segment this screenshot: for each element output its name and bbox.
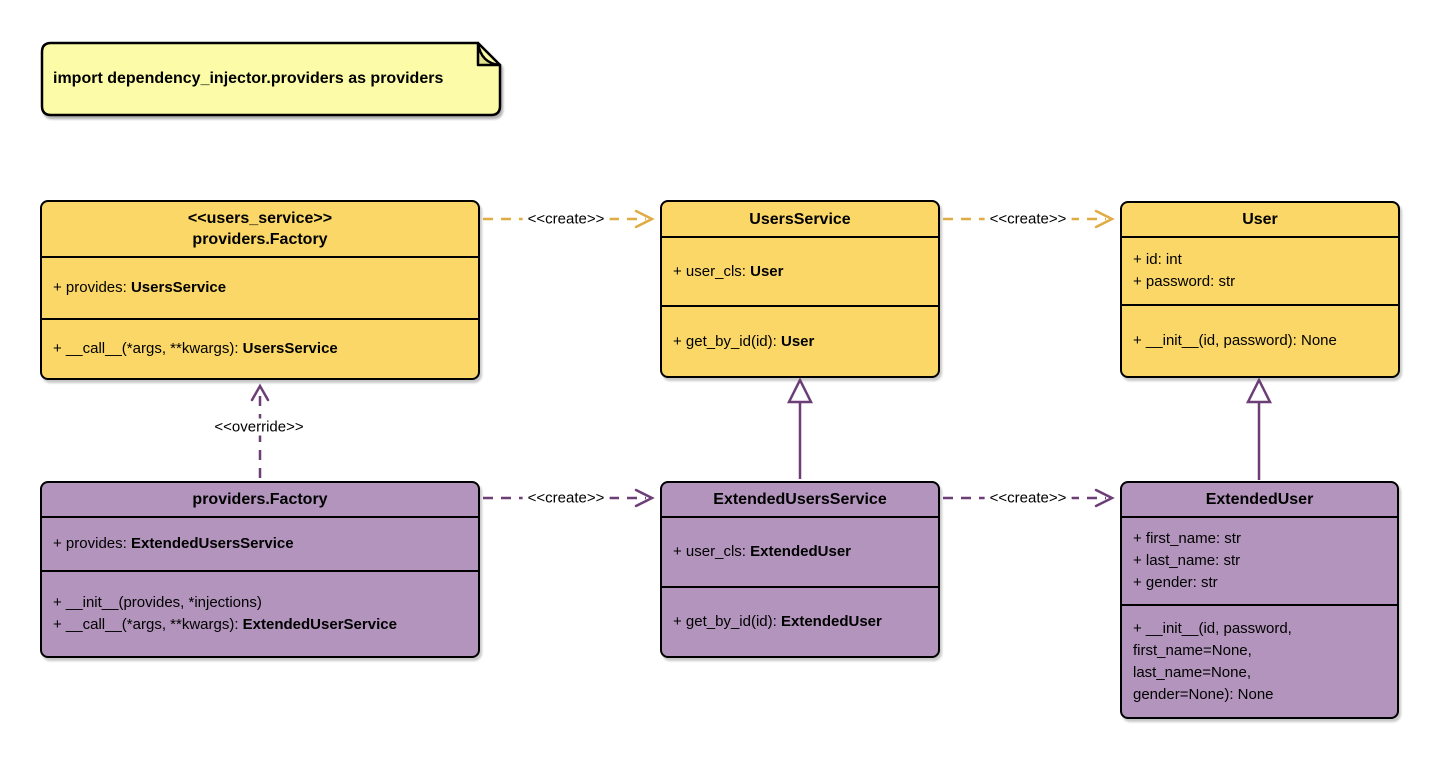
class-methods: + __init__(provides, *injections) + __cal… [42,572,478,656]
edge-label-create: <<create>> [984,489,1072,507]
class-extended-users-service[interactable]: ExtendedUsersService + user_cls: Extende… [660,481,940,658]
member-row: + __init__(provides, *injections) [53,594,262,611]
class-title-line: <<users_service>> [187,210,333,227]
member-row: + get_by_id(id): User [673,332,815,350]
class-title-line: providers.Factory [192,491,328,508]
edge-label-create: <<create>> [522,210,610,228]
inheritance-edge-extendedusersservice-to-usersservice[interactable] [786,377,814,479]
class-attributes: + id: int + password: str [1122,238,1398,306]
member-row: + gender: str [1133,574,1218,591]
class-users-service[interactable]: UsersService + user_cls: User + get_by_i… [660,200,940,378]
class-title-line: ExtendedUsersService [713,491,887,508]
note-fold-corner [476,41,502,67]
member-row: + first_name: str [1133,530,1241,547]
class-user[interactable]: User + id: int + password: str + __init__… [1120,201,1400,378]
class-attributes: + first_name: str + last_name: str + gende… [1122,518,1397,606]
class-methods: + __init__(id, password, first_name=None,… [1122,606,1397,717]
class-extended-factory[interactable]: providers.Factory + provides: ExtendedUs… [40,481,480,658]
note-text: import dependency_injector.providers as … [53,70,444,87]
edge-label-create: <<create>> [522,489,610,507]
member-row: + __call__(*args, **kwargs): UsersServic… [53,340,338,357]
class-title-line: User [1242,211,1278,228]
import-note[interactable]: import dependency_injector.providers as … [40,41,502,117]
open-arrowhead-icon [634,488,655,508]
member-row: + user_cls: ExtendedUser [673,543,851,560]
hollow-triangle-icon [786,377,814,404]
class-attributes: + provides: ExtendedUsersService [42,518,478,572]
hollow-triangle-icon [1245,377,1273,404]
class-methods: + get_by_id(id): ExtendedUser [662,588,938,656]
class-attributes: + provides: UsersService [42,258,478,320]
member-row: + user_cls: User [673,262,784,280]
class-title: ExtendedUsersService [662,483,938,518]
member-row: last_name=None, [1133,663,1251,681]
class-methods: + __init__(id, password): None [1122,306,1398,376]
member-row: gender=None): None [1133,685,1274,703]
member-row: + provides: ExtendedUsersService [53,535,294,552]
member-row: + __init__(id, password, [1133,619,1292,637]
open-arrowhead-icon [250,383,270,402]
edge-label-create: <<create>> [984,210,1072,228]
open-arrowhead-icon [1094,488,1115,508]
class-title: <<users_service>> providers.Factory [42,202,478,258]
class-title: UsersService [662,202,938,238]
class-methods: + __call__(*args, **kwargs): UsersServic… [42,320,478,378]
edge-label-override: <<override>> [209,418,309,436]
open-arrowhead-icon [634,209,655,229]
class-methods: + get_by_id(id): User [662,307,938,376]
class-attributes: + user_cls: User [662,238,938,307]
class-title: User [1122,203,1398,238]
member-row: first_name=None, [1133,641,1252,659]
class-title-line: UsersService [749,210,851,228]
class-title-line: providers.Factory [192,231,328,248]
member-row: + get_by_id(id): ExtendedUser [673,613,882,630]
member-row: + id: int [1133,251,1182,268]
class-title-line: ExtendedUser [1205,491,1314,508]
class-title: ExtendedUser [1122,483,1397,518]
inheritance-edge-extendeduser-to-user[interactable] [1245,377,1273,480]
member-row: + provides: UsersService [53,279,227,296]
open-arrowhead-icon [1094,209,1115,229]
class-attributes: + user_cls: ExtendedUser [662,518,938,588]
class-extended-user[interactable]: ExtendedUser + first_name: str + last_nam… [1120,481,1399,719]
member-row: + __call__(*args, **kwargs): ExtendedUse… [53,616,397,633]
note-shape [40,41,502,117]
member-row: + last_name: str [1133,552,1241,569]
member-row: + password: str [1133,273,1236,290]
member-row: + __init__(id, password): None [1133,332,1337,349]
class-title: providers.Factory [42,483,478,518]
class-users-factory[interactable]: <<users_service>> providers.Factory + pro… [40,200,480,380]
